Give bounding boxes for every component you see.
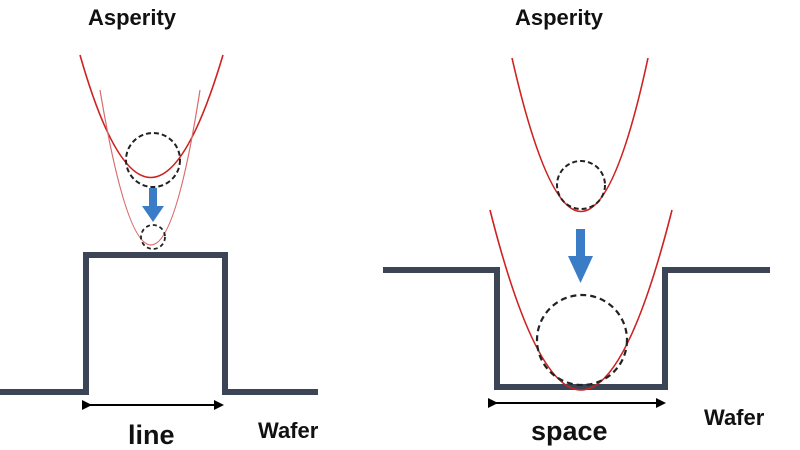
- down-arrow-icon: [142, 188, 164, 222]
- wafer-profile-line: [0, 252, 318, 395]
- down-arrow-icon: [568, 229, 593, 283]
- asperity-curve-right-lower: [489, 209, 673, 391]
- asperity-curve-left-wide: [79, 54, 224, 179]
- left-panel: Asperity line Wafer: [0, 5, 319, 450]
- wafer-label-right: Wafer: [704, 405, 765, 430]
- asperity-curve-right-upper: [511, 57, 649, 213]
- asperity-curve-left-narrow: [99, 89, 201, 246]
- line-label: line: [128, 420, 175, 450]
- contact-circle-large-left: [125, 132, 181, 188]
- space-label: space: [531, 416, 608, 446]
- asperity-label-right: Asperity: [515, 5, 604, 30]
- contact-circle-small-right: [556, 160, 606, 210]
- wafer-profile-space: [383, 267, 770, 390]
- contact-circle-small-left: [140, 224, 166, 250]
- contact-circle-large-right: [535, 293, 629, 387]
- wafer-label-left: Wafer: [258, 418, 319, 443]
- right-panel: Asperity space Wafer: [383, 5, 770, 446]
- asperity-label-left: Asperity: [88, 5, 177, 30]
